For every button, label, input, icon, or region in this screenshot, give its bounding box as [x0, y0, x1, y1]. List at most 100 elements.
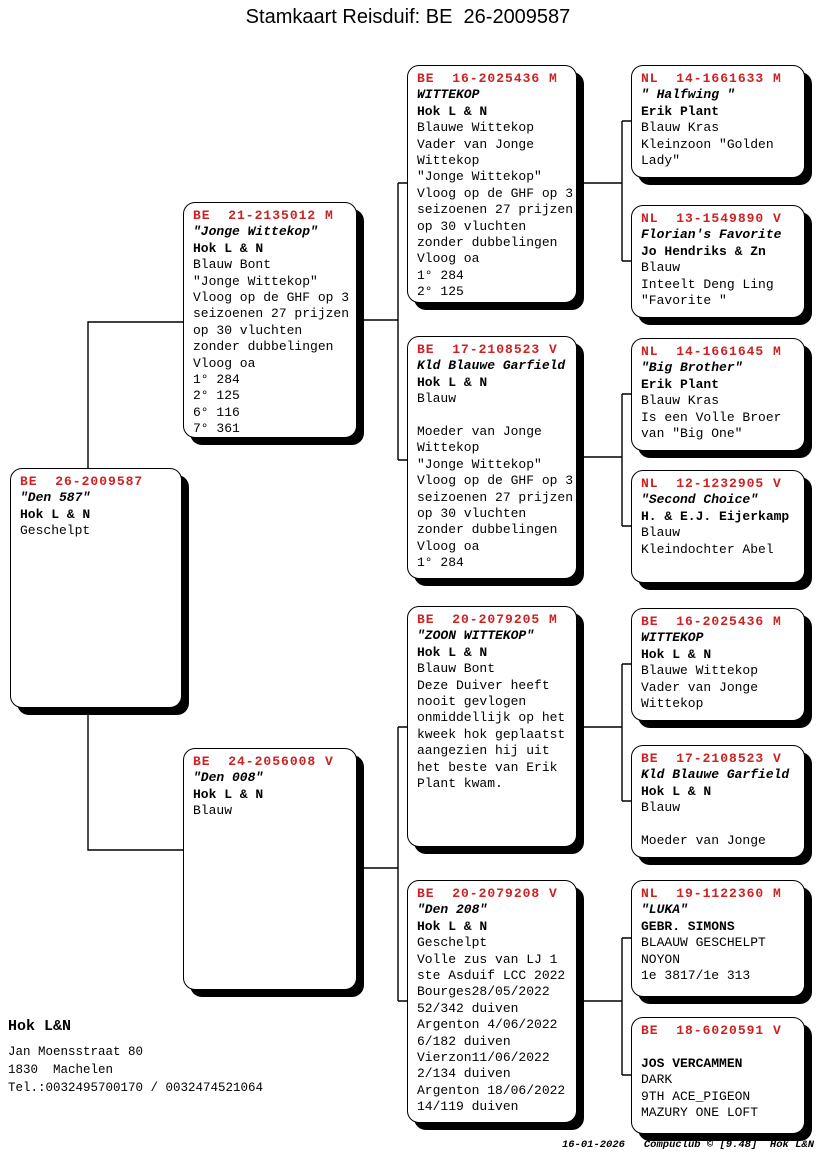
- text-line: aangezien hij uit: [417, 743, 550, 759]
- pedigree-box-sire: BE 21-2135012 M "Jonge Wittekop" Hok L &…: [183, 202, 357, 438]
- text-line: 1° 284: [417, 267, 464, 283]
- text-line: Blauw: [417, 391, 457, 407]
- text-line: Vader van Jonge: [641, 679, 759, 695]
- text-line: Lady": [641, 153, 681, 169]
- text-line: 9TH ACE_PIGEON: [641, 1088, 751, 1104]
- text-line: kweek hok geplaatst: [417, 726, 566, 742]
- text-line: NOYON: [641, 951, 681, 967]
- text-line: seizoenen 27 prijzen: [417, 489, 574, 505]
- text-line: op 30 vluchten: [417, 218, 527, 234]
- pedigree-box-dam-dam-sire: NL 19-1122360 M "LUKA" GEBR. SIMONS BLAA…: [631, 880, 805, 997]
- text-line: Kleindochter Abel: [641, 541, 774, 557]
- ring-number: BE 20-2079205 M: [417, 612, 558, 627]
- text-line: nooit gevlogen: [417, 694, 527, 710]
- text-line: Vloog op de GHF op 3: [417, 185, 574, 201]
- text-line: van "Big One": [641, 426, 743, 442]
- text-line: Vloog op de GHF op 3: [417, 473, 574, 489]
- text-line: 52/342 duiven: [417, 1000, 519, 1016]
- text-line: Blauwe Wittekop: [641, 663, 759, 679]
- text-line: Wittekop: [641, 696, 704, 712]
- pigeon-name: WITTEKOP: [417, 87, 480, 103]
- text-line: MAZURY ONE LOFT: [641, 1105, 759, 1121]
- text-line: 1e 3817/1e 313: [641, 968, 751, 984]
- pigeon-name: "ZOON WITTEKOP": [417, 628, 535, 644]
- text-line: Vloog oa: [417, 538, 480, 554]
- text-line: Blauw: [641, 800, 681, 816]
- pigeon-name: "Jonge Wittekop": [193, 224, 318, 240]
- text-line: 2/134 duiven: [417, 1066, 511, 1082]
- ring-number: BE 18-6020591 V: [641, 1023, 782, 1038]
- pedigree-box-sire-sire-sire: NL 14-1661633 M " Halfwing " Erik Plant …: [631, 65, 805, 178]
- owner-name: Erik Plant: [641, 376, 720, 392]
- ring-number: NL 12-1232905 V: [641, 476, 782, 491]
- pigeon-name: "Second Choice": [641, 492, 759, 508]
- text-line: "Jonge Wittekop": [417, 456, 542, 472]
- ring-number: BE 16-2025436 M: [641, 614, 782, 629]
- ring-number: BE 26-2009587: [20, 474, 144, 489]
- text-line: Blauw Bont: [193, 257, 272, 273]
- text-line: Blauw Kras: [641, 393, 720, 409]
- owner-name: Hok L & N: [641, 783, 712, 799]
- pedigree-box-dam: BE 24-2056008 V "Den 008" Hok L & N Blau…: [183, 748, 357, 990]
- text-line: seizoenen 27 prijzen: [193, 306, 350, 322]
- text-line: Geschelpt: [417, 935, 488, 951]
- text-line: ste Asduif LCC 2022: [417, 968, 566, 984]
- text-line: 1° 284: [193, 372, 240, 388]
- ring-number: NL 14-1661633 M: [641, 71, 782, 86]
- text-line: [641, 817, 800, 833]
- text-line: Blauwe Wittekop: [417, 120, 535, 136]
- text-line: 7° 361: [193, 421, 240, 437]
- text-line: Vader van Jonge: [417, 136, 535, 152]
- pigeon-name: [641, 1039, 800, 1055]
- text-line: zonder dubbelingen: [193, 339, 334, 355]
- pedigree-box-subject: BE 26-2009587 "Den 587" Hok L & N Gesche…: [10, 468, 182, 708]
- page-title: Stamkaart Reisduif: BE 26-2009587: [245, 6, 571, 28]
- owner-name: Hok L & N: [417, 644, 488, 660]
- text-line: onmiddellijk op het: [417, 710, 566, 726]
- text-line: 6/182 duiven: [417, 1033, 511, 1049]
- ring-number: BE 17-2108523 V: [641, 751, 782, 766]
- text-line: Is een Volle Broer: [641, 409, 782, 425]
- text-line: 2° 125: [417, 284, 464, 300]
- pedigree-box-dam-dam: BE 20-2079208 V "Den 208" Hok L & N Gesc…: [407, 880, 577, 1123]
- owner-name: Hok L & N: [641, 646, 712, 662]
- text-line: Geschelpt: [20, 523, 91, 539]
- description-lines: Blauw: [193, 803, 352, 819]
- ring-number: BE 24-2056008 V: [193, 754, 334, 769]
- owner-name: GEBR. SIMONS: [641, 918, 735, 934]
- text-line: Bourges28/05/2022: [417, 984, 550, 1000]
- text-line: zonder dubbelingen: [417, 522, 558, 538]
- text-line: Blauw Kras: [641, 120, 720, 136]
- text-line: [417, 408, 572, 424]
- pigeon-name: "LUKA": [641, 902, 688, 918]
- text-line: Blauw: [641, 260, 681, 276]
- text-line: 1° 284: [417, 555, 464, 571]
- text-line: Volle zus van LJ 1: [417, 951, 558, 967]
- pigeon-name: " Halfwing ": [641, 87, 735, 103]
- text-line: Moeder van Jonge: [641, 833, 766, 849]
- pedigree-box-dam-sire-dam: BE 17-2108523 V Kld Blauwe Garfield Hok …: [631, 745, 805, 858]
- pedigree-box-sire-dam: BE 17-2108523 V Kld Blauwe Garfield Hok …: [407, 336, 577, 579]
- pedigree-box-sire-dam-dam: NL 12-1232905 V "Second Choice" H. & E.J…: [631, 470, 805, 583]
- text-line: Wittekop: [417, 440, 480, 456]
- owner-name: Hok L & N: [417, 918, 488, 934]
- pedigree-box-dam-sire-sire: BE 16-2025436 M WITTEKOP Hok L & N Blauw…: [631, 608, 805, 721]
- text-line: Argenton 4/06/2022: [417, 1017, 558, 1033]
- pigeon-name: "Den 008": [193, 770, 264, 786]
- text-line: Inteelt Deng Ling: [641, 276, 774, 292]
- owner-name: Hok L & N: [193, 240, 264, 256]
- description-lines: Geschelpt: [20, 523, 177, 539]
- ring-number: NL 19-1122360 M: [641, 886, 782, 901]
- text-line: op 30 vluchten: [417, 506, 527, 522]
- owner-name: Hok L & N: [417, 374, 488, 390]
